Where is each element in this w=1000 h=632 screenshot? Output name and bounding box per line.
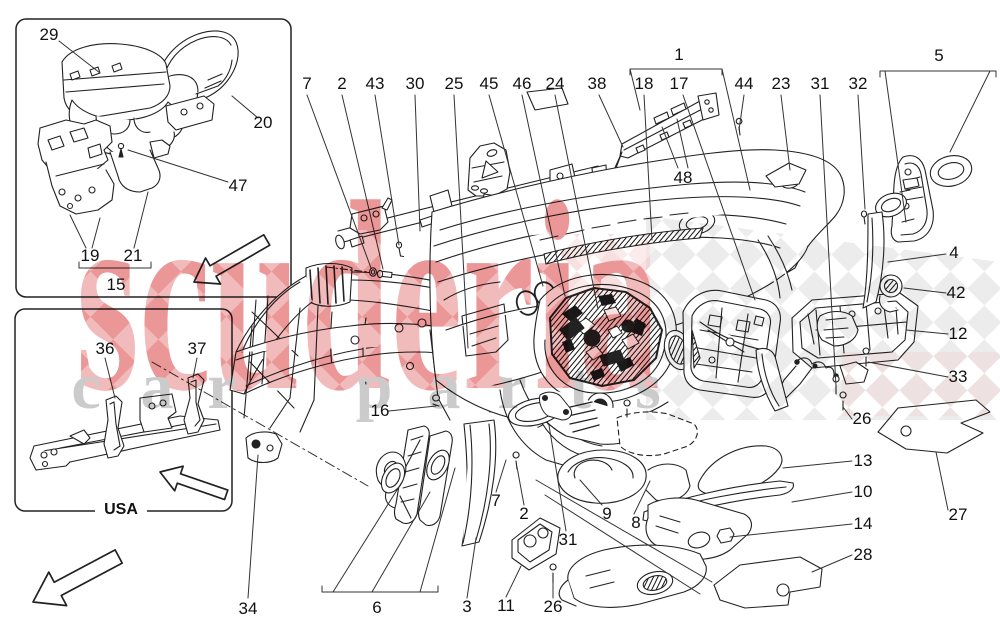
svg-text:13: 13 <box>854 451 873 470</box>
svg-text:2: 2 <box>519 504 528 523</box>
svg-text:2: 2 <box>337 74 346 93</box>
svg-text:11: 11 <box>497 596 515 615</box>
svg-text:a: a <box>428 350 461 423</box>
svg-text:14: 14 <box>854 514 873 533</box>
svg-text:10: 10 <box>854 482 873 501</box>
svg-text:9: 9 <box>602 504 611 523</box>
svg-text:1: 1 <box>674 45 683 64</box>
svg-text:25: 25 <box>445 74 464 93</box>
svg-text:30: 30 <box>406 74 425 93</box>
svg-text:USA: USA <box>104 501 138 518</box>
svg-text:47: 47 <box>229 176 248 195</box>
svg-text:t: t <box>569 350 591 423</box>
svg-text:48: 48 <box>674 168 693 187</box>
svg-text:3: 3 <box>462 597 471 616</box>
svg-text:46: 46 <box>513 74 532 93</box>
svg-text:20: 20 <box>254 113 273 132</box>
svg-text:29: 29 <box>40 25 59 44</box>
svg-text:5: 5 <box>934 46 943 65</box>
svg-text:18: 18 <box>635 74 654 93</box>
svg-text:44: 44 <box>735 74 754 93</box>
svg-text:c: c <box>71 350 100 423</box>
svg-text:43: 43 <box>366 74 385 93</box>
svg-text:24: 24 <box>546 74 565 93</box>
svg-text:a: a <box>141 350 174 423</box>
svg-text:r: r <box>207 350 236 423</box>
svg-text:26: 26 <box>544 597 563 616</box>
svg-text:45: 45 <box>480 74 499 93</box>
svg-text:4: 4 <box>949 243 958 262</box>
svg-text:27: 27 <box>949 505 968 524</box>
svg-text:p: p <box>356 350 393 423</box>
svg-text:s: s <box>635 350 661 423</box>
svg-text:8: 8 <box>631 513 640 532</box>
svg-text:31: 31 <box>811 74 830 93</box>
svg-text:7: 7 <box>491 491 500 510</box>
svg-text:6: 6 <box>372 598 381 617</box>
svg-text:31: 31 <box>559 530 578 549</box>
svg-text:7: 7 <box>302 74 311 93</box>
svg-text:23: 23 <box>772 74 791 93</box>
svg-text:32: 32 <box>849 74 868 93</box>
svg-text:38: 38 <box>588 74 607 93</box>
svg-text:16: 16 <box>371 401 390 420</box>
svg-text:34: 34 <box>239 599 258 618</box>
svg-text:28: 28 <box>854 545 873 564</box>
svg-text:17: 17 <box>670 74 689 93</box>
svg-text:r: r <box>497 350 526 423</box>
